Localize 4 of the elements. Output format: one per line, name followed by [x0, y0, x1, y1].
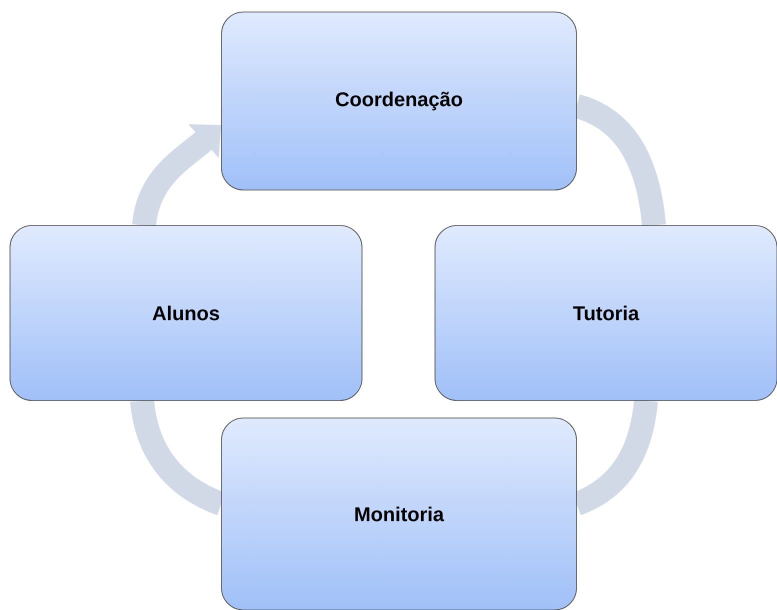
process-box: Tutoria [434, 225, 777, 401]
process-box: Coordenação [221, 12, 577, 190]
process-box: Monitoria [221, 418, 577, 610]
process-box: Alunos [10, 225, 362, 401]
